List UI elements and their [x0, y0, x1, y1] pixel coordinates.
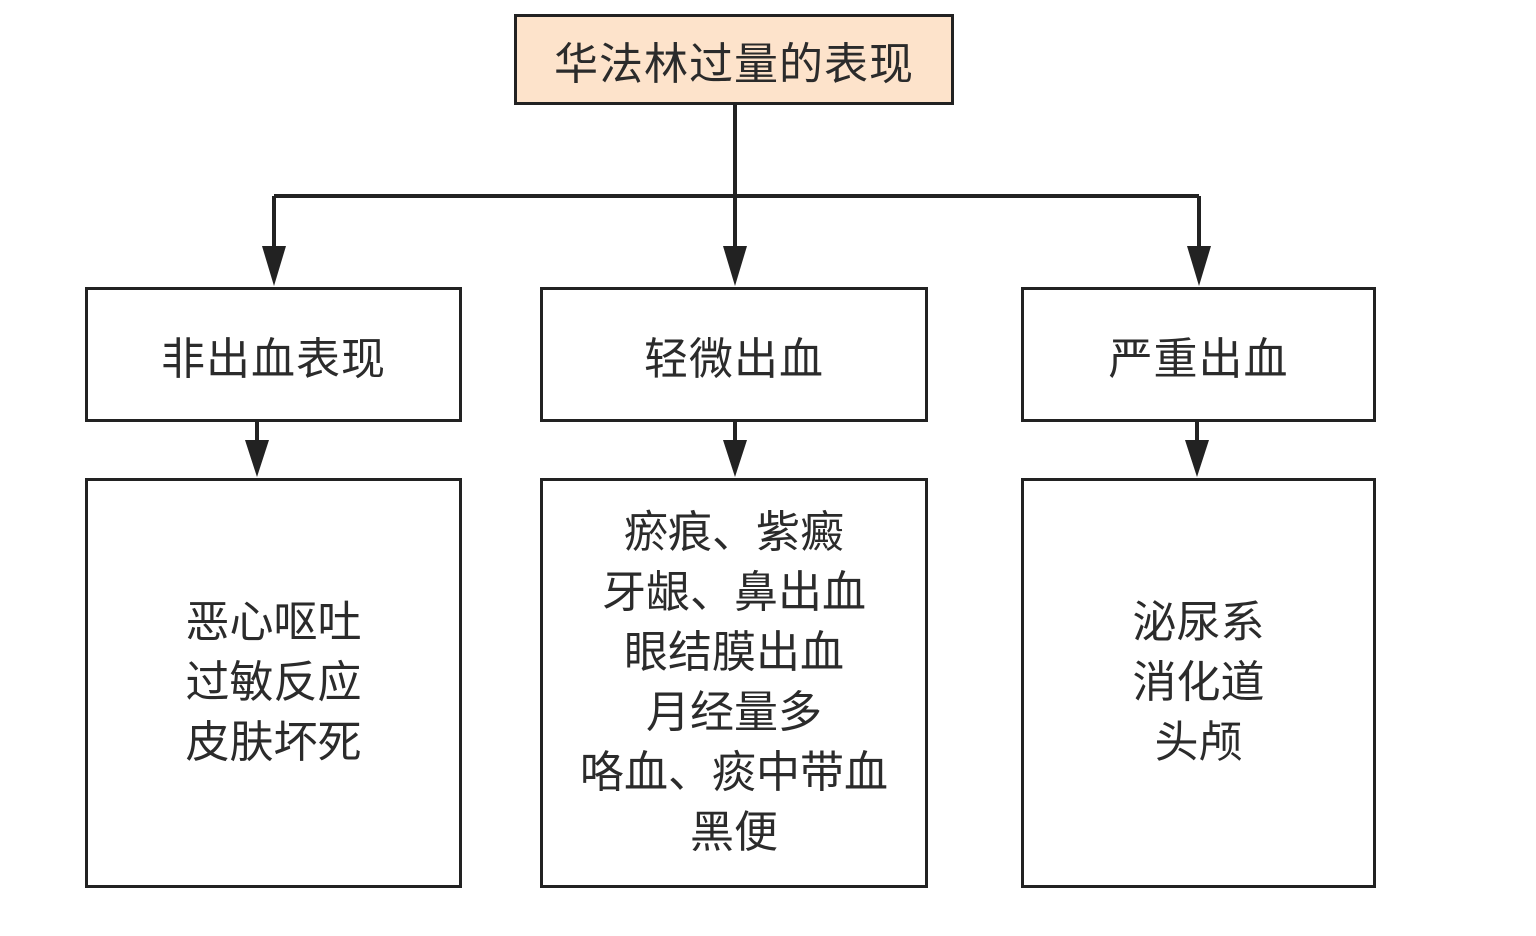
detail-item: 咯血、痰中带血: [580, 747, 888, 798]
detail-item: 皮肤坏死: [185, 717, 362, 768]
detail-item: 月经量多: [646, 687, 822, 738]
detail-item: 过敏反应: [185, 657, 362, 708]
detail-item: 恶心呕吐: [185, 597, 362, 648]
category-label: 严重出血: [1108, 333, 1289, 385]
category-node-severe-bleeding: 严重出血: [1021, 287, 1376, 422]
category-label: 非出血表现: [161, 333, 386, 385]
category-node-non-bleeding: 非出血表现: [85, 287, 462, 422]
detail-node-non-bleeding: 恶心呕吐 过敏反应 皮肤坏死: [85, 478, 462, 888]
root-node: 华法林过量的表现: [514, 14, 954, 105]
detail-node-severe-bleeding: 泌尿系 消化道 头颅: [1021, 478, 1376, 888]
arrowhead-right-detail: [1185, 440, 1209, 477]
category-label: 轻微出血: [644, 333, 824, 385]
detail-item: 牙龈、鼻出血: [602, 567, 866, 618]
detail-node-minor-bleeding: 瘀痕、紫癜 牙龈、鼻出血 眼结膜出血 月经量多 咯血、痰中带血 黑便: [540, 478, 928, 888]
arrowhead-mid-category: [723, 246, 747, 286]
detail-item: 眼结膜出血: [624, 627, 844, 678]
detail-item: 黑便: [690, 807, 778, 858]
arrowhead-right-category: [1187, 246, 1211, 286]
detail-item: 头颅: [1154, 717, 1243, 768]
detail-item: 消化道: [1132, 657, 1265, 708]
detail-item: 泌尿系: [1132, 597, 1265, 648]
arrowhead-mid-detail: [723, 440, 747, 477]
root-label: 华法林过量的表现: [554, 38, 914, 90]
detail-item: 瘀痕、紫癜: [624, 507, 844, 558]
arrowhead-left-detail: [245, 440, 269, 477]
arrowhead-left-category: [262, 246, 286, 286]
category-node-minor-bleeding: 轻微出血: [540, 287, 928, 422]
